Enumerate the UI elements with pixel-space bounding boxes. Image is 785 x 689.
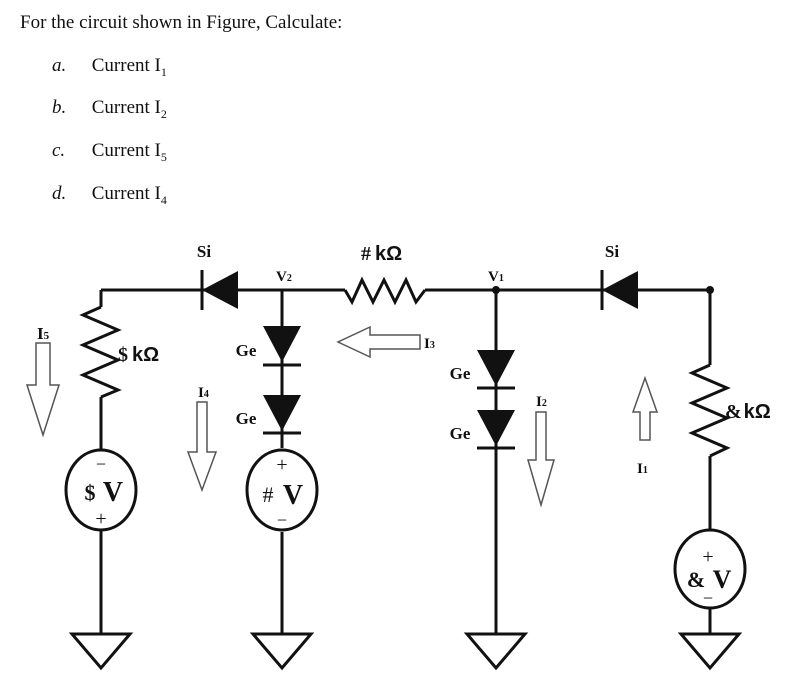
label-ge-v2-bottom: Ge xyxy=(236,409,257,428)
resistor-middle-label: #kΩ xyxy=(361,243,402,265)
item-text: Current I xyxy=(91,55,161,76)
resistor-right-label: &kΩ xyxy=(725,401,771,423)
item-text: Current I xyxy=(91,183,161,204)
label-ge-v1-top: Ge xyxy=(450,364,471,383)
resistor-middle xyxy=(343,276,427,306)
current-i4-label: I4 xyxy=(198,385,209,401)
question-title: For the circuit shown in Figure, Calcula… xyxy=(20,12,343,33)
label-si-left: Si xyxy=(197,242,211,261)
resistor-left xyxy=(79,305,122,399)
resistor-left-label: $kΩ xyxy=(118,344,159,366)
item-text: Current I xyxy=(91,97,161,118)
resistor-right xyxy=(688,363,731,458)
diode-ge-v1-top xyxy=(477,350,515,390)
source-value: & xyxy=(687,567,705,592)
source-unit: V xyxy=(103,477,123,508)
question-item-a: a. Current I1 xyxy=(52,55,167,80)
item-text: Current I xyxy=(91,140,161,161)
arrow-i2-down xyxy=(527,411,555,508)
label-ge-v2-top: Ge xyxy=(236,341,257,360)
current-i5-label: I5 xyxy=(37,324,50,343)
diode-ge-v2-bottom xyxy=(263,395,301,435)
item-letter: d. xyxy=(52,183,67,204)
source-unit: V xyxy=(283,480,303,511)
item-letter: c. xyxy=(52,140,66,161)
source-sign: + xyxy=(702,546,713,568)
node-v1-dot xyxy=(492,286,500,294)
source-value: $ xyxy=(85,480,96,505)
item-sub: 5 xyxy=(160,149,167,164)
source-sign: + xyxy=(95,508,106,530)
diode-si-left xyxy=(200,270,238,310)
diode-ge-v2-top xyxy=(263,326,301,367)
diode-si-right xyxy=(600,270,638,310)
voltage-source-right: + − & V xyxy=(673,528,747,610)
source-sign: + xyxy=(276,454,287,476)
arrow-i3-left xyxy=(336,325,421,359)
item-sub: 1 xyxy=(160,64,167,79)
item-letter: a. xyxy=(52,55,67,76)
source-sign: − xyxy=(703,588,713,608)
item-letter: b. xyxy=(52,97,67,118)
voltage-source-left: − + $ V xyxy=(64,448,138,532)
arrow-i5-down xyxy=(25,342,61,438)
source-sign: − xyxy=(277,510,287,530)
label-si-right: Si xyxy=(605,242,619,261)
current-i1-label: I1 xyxy=(637,461,648,477)
ground-symbol xyxy=(463,632,529,671)
node-v2-label: V2 xyxy=(276,269,292,285)
ground-symbol xyxy=(68,632,134,671)
node-right-dot xyxy=(706,286,714,294)
question-item-b: b. Current I2 xyxy=(52,97,167,122)
item-sub: 4 xyxy=(160,192,167,207)
arrow-i4-down xyxy=(186,401,218,493)
source-value: # xyxy=(263,482,274,507)
diode-ge-v1-bottom xyxy=(477,410,515,450)
source-sign: − xyxy=(96,454,106,474)
source-unit: V xyxy=(713,565,732,594)
ground-symbol xyxy=(249,632,315,671)
node-v1-label: V1 xyxy=(488,269,504,285)
question-item-c: c. Current I5 xyxy=(52,140,167,165)
arrow-i1-up xyxy=(631,375,659,441)
voltage-source-middle: + − # V xyxy=(245,448,319,532)
current-i3-label: I3 xyxy=(424,336,435,352)
question-item-d: d. Current I4 xyxy=(52,183,167,208)
current-i2-label: I2 xyxy=(536,394,547,410)
ground-symbol xyxy=(677,632,743,671)
item-sub: 2 xyxy=(160,106,167,121)
label-ge-v1-bottom: Ge xyxy=(450,424,471,443)
